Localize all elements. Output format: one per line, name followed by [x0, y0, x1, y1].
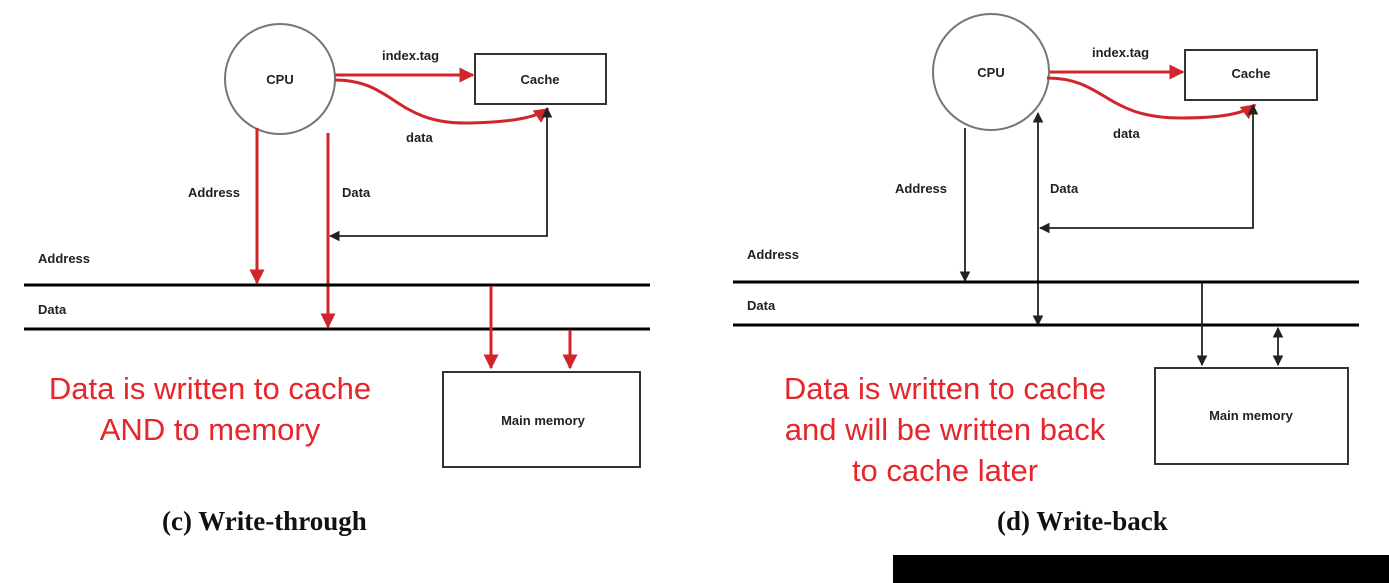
index-tag-label: index.tag	[1092, 45, 1149, 60]
cpu-node	[932, 13, 1050, 131]
address-bus-label: Address	[38, 251, 90, 266]
note-line: and will be written back	[784, 412, 1106, 447]
data-arrow-label: Data	[342, 185, 371, 200]
black-overlay-bar	[893, 555, 1389, 583]
note-line: to cache later	[851, 453, 1039, 488]
write-back-note: Data is written to cache and will be wri…	[740, 368, 1150, 491]
data-bus-label: Data	[38, 302, 67, 317]
write-back-panel: CPU Cache index.tag data Address Data Ad…	[695, 0, 1389, 583]
cache-feedback-path	[328, 106, 553, 242]
cache-box	[474, 53, 607, 105]
data-loop-label: data	[406, 130, 434, 145]
note-line: Data is written to cache	[48, 371, 372, 406]
note-line: AND to memory	[99, 412, 321, 447]
cache-label: Cache	[520, 72, 559, 87]
write-back-diagram: CPU Cache index.tag data Address Data Ad…	[733, 13, 1359, 465]
note-line: Data is written to cache	[783, 371, 1107, 406]
write-through-diagram: CPU Cache index.tag data Address Data Ad…	[24, 23, 650, 468]
main-memory-box	[1154, 367, 1349, 465]
data-loop-label: data	[1113, 126, 1141, 141]
address-bus-label: Address	[747, 247, 799, 262]
address-arrow-label: Address	[188, 185, 240, 200]
write-through-panel: CPU Cache index.tag data Address Data Ad…	[10, 23, 650, 536]
main-memory-box	[442, 371, 641, 468]
cpu-label: CPU	[977, 65, 1004, 80]
main-memory-label: Main memory	[1209, 408, 1294, 423]
data-arrow-label: Data	[1050, 181, 1079, 196]
cache-feedback-path	[1038, 103, 1259, 234]
write-back-caption: (d) Write-back	[997, 506, 1168, 536]
cpu-label: CPU	[266, 72, 293, 87]
address-arrow-label: Address	[895, 181, 947, 196]
main-memory-label: Main memory	[501, 413, 586, 428]
cache-label: Cache	[1231, 66, 1270, 81]
write-through-note: Data is written to cache AND to memory	[10, 368, 410, 450]
write-through-caption: (c) Write-through	[162, 506, 367, 536]
index-tag-label: index.tag	[382, 48, 439, 63]
data-bus-label: Data	[747, 298, 776, 313]
cache-box	[1184, 49, 1318, 101]
